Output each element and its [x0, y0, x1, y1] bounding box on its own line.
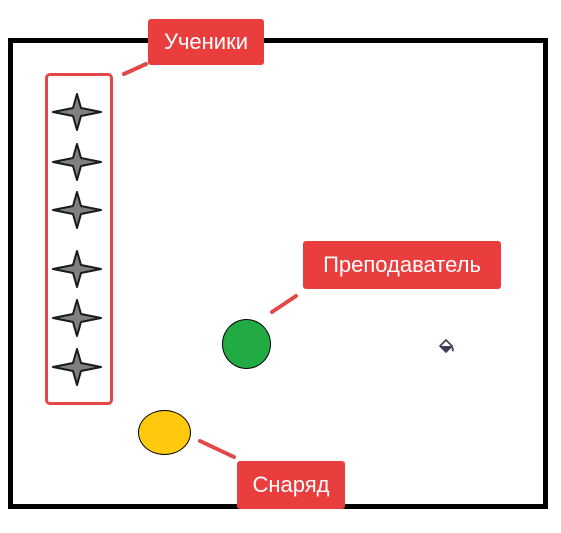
student-sprite[interactable]: [51, 190, 103, 230]
projectile-sprite[interactable]: [138, 410, 191, 455]
students-callout: Ученики: [148, 19, 264, 65]
student-sprite[interactable]: [51, 298, 103, 338]
teacher-callout-label: Преподаватель: [323, 252, 481, 277]
four-point-star-icon: [52, 93, 102, 131]
four-point-star-icon: [52, 143, 102, 181]
paint-bucket-icon: [436, 337, 456, 357]
student-sprite[interactable]: [51, 92, 103, 132]
four-point-star-icon: [52, 299, 102, 337]
projectile-callout-label: Снаряд: [252, 472, 330, 497]
four-point-star-icon: [52, 348, 102, 386]
students-callout-label: Ученики: [163, 29, 249, 54]
four-point-star-icon: [52, 250, 102, 288]
projectile-callout: Снаряд: [237, 461, 345, 509]
student-sprite[interactable]: [51, 142, 103, 182]
teacher-callout: Преподаватель: [303, 241, 501, 289]
students-highlight-frame: [45, 73, 113, 405]
four-point-star-icon: [52, 191, 102, 229]
student-sprite[interactable]: [51, 347, 103, 387]
student-sprite[interactable]: [51, 249, 103, 289]
teacher-sprite[interactable]: [222, 319, 271, 369]
